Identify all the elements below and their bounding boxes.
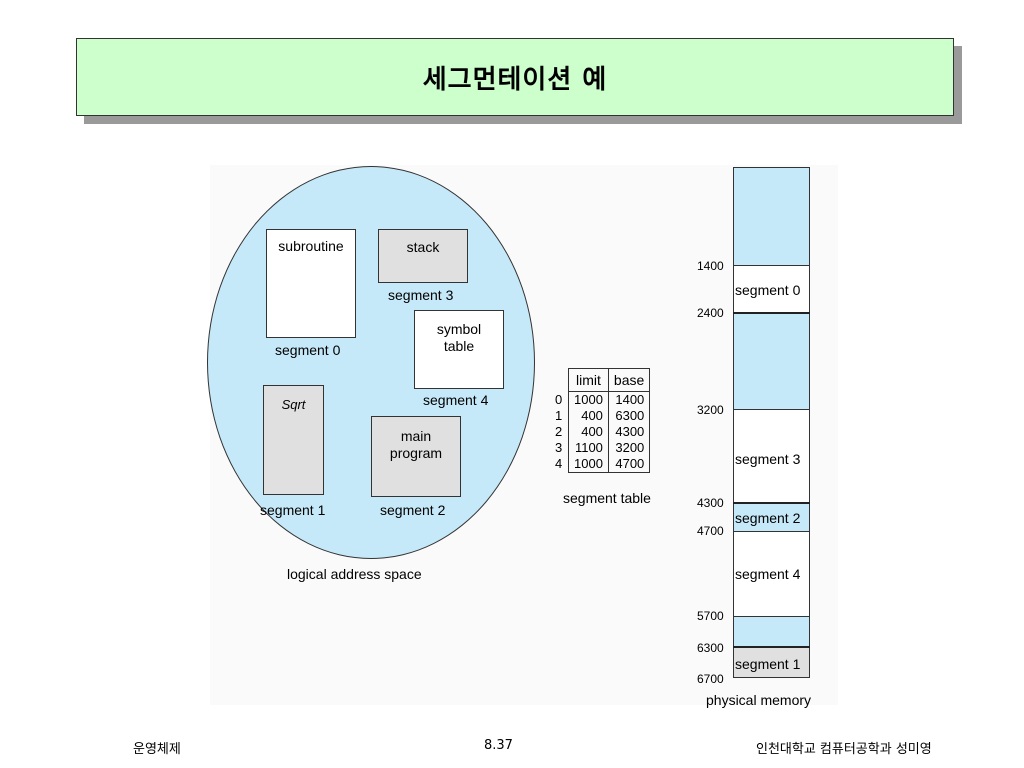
main-program-text-1: main — [400, 428, 432, 444]
address-5700: 5700 — [697, 609, 724, 623]
memory-free-5700 — [733, 616, 810, 647]
stack-text: stack — [406, 239, 440, 255]
logical-address-space-caption: logical address space — [287, 566, 422, 582]
slide-title: 세그먼테이션 예 — [422, 64, 608, 95]
memory-free-top — [733, 167, 810, 265]
symbol-table-block: symbol table — [414, 310, 504, 389]
row-index-4: 4 — [555, 456, 563, 471]
limit-cell: 1000 — [568, 391, 609, 408]
limit-cell: 400 — [568, 424, 609, 440]
row-index-1: 1 — [555, 408, 563, 423]
stack-block: stack — [378, 229, 468, 283]
row-index-0: 0 — [555, 392, 563, 407]
row-index-3: 3 — [555, 440, 563, 455]
memory-segment-1 — [733, 647, 810, 678]
memory-free-2400 — [733, 313, 810, 409]
memory-segment-3 — [733, 409, 810, 503]
memory-boundary-6300 — [733, 646, 810, 648]
address-2400: 2400 — [697, 306, 724, 320]
table-row: 1000 4700 — [568, 456, 651, 473]
segment-table: limit base 1000 1400 400 6300 400 4300 1… — [568, 368, 651, 473]
memory-boundary-2400 — [733, 312, 810, 314]
segment-0-label: segment 0 — [275, 342, 341, 358]
memory-segment-2-label: segment 2 — [735, 510, 801, 526]
main-program-text-2: program — [389, 445, 443, 461]
sqrt-text: Sqrt — [281, 397, 306, 412]
subroutine-block: subroutine — [266, 229, 356, 338]
footer-page-number: 8.37 — [484, 738, 513, 753]
table-row: 1000 1400 — [568, 391, 651, 408]
symbol-table-text-2: table — [443, 338, 475, 354]
subroutine-text: subroutine — [278, 238, 344, 254]
address-6700: 6700 — [697, 672, 724, 686]
memory-segment-0-label: segment 0 — [735, 282, 801, 298]
limit-header: limit — [568, 368, 609, 392]
address-6300: 6300 — [697, 641, 724, 655]
limit-cell: 1100 — [568, 440, 609, 456]
memory-boundary-1400 — [733, 265, 810, 266]
table-row: 400 6300 — [568, 408, 651, 424]
table-row: 400 4300 — [568, 424, 651, 440]
memory-segment-1-label: segment 1 — [735, 656, 801, 672]
memory-boundary-5700 — [733, 616, 810, 617]
row-index-2: 2 — [555, 424, 563, 439]
memory-segment-0 — [733, 265, 810, 313]
physical-memory-caption: physical memory — [706, 692, 812, 708]
main-program-block: main program — [371, 416, 461, 497]
symbol-table-text-1: symbol — [436, 321, 482, 337]
footer-course: 운영체제 — [133, 742, 181, 757]
memory-boundary-4300 — [733, 502, 810, 504]
memory-boundary-4700 — [733, 531, 810, 532]
address-4300: 4300 — [697, 496, 724, 510]
base-header: base — [607, 368, 651, 392]
base-cell: 3200 — [607, 440, 651, 456]
limit-cell: 1000 — [568, 456, 609, 473]
memory-boundary-3200 — [733, 409, 810, 410]
memory-segment-3-label: segment 3 — [735, 451, 801, 467]
base-cell: 1400 — [607, 391, 651, 408]
memory-segment-4-label: segment 4 — [735, 566, 801, 582]
segment-table-caption: segment table — [563, 490, 651, 506]
table-row: 1100 3200 — [568, 440, 651, 456]
base-cell: 6300 — [607, 408, 651, 424]
memory-segment-2 — [733, 503, 810, 531]
memory-segment-4 — [733, 531, 810, 616]
segment-1-label: segment 1 — [260, 502, 326, 518]
segment-2-label: segment 2 — [380, 502, 446, 518]
address-1400: 1400 — [697, 259, 724, 273]
address-4700: 4700 — [697, 524, 724, 538]
address-3200: 3200 — [697, 403, 724, 417]
segment-4-label: segment 4 — [423, 392, 489, 408]
base-cell: 4700 — [607, 456, 651, 473]
title-box: 세그먼테이션 예 — [76, 38, 954, 116]
segment-3-label: segment 3 — [388, 287, 454, 303]
base-cell: 4300 — [607, 424, 651, 440]
footer-author: 인천대학교 컴퓨터공학과 성미영 — [756, 742, 932, 757]
limit-cell: 400 — [568, 408, 609, 424]
sqrt-block: Sqrt — [263, 385, 324, 495]
